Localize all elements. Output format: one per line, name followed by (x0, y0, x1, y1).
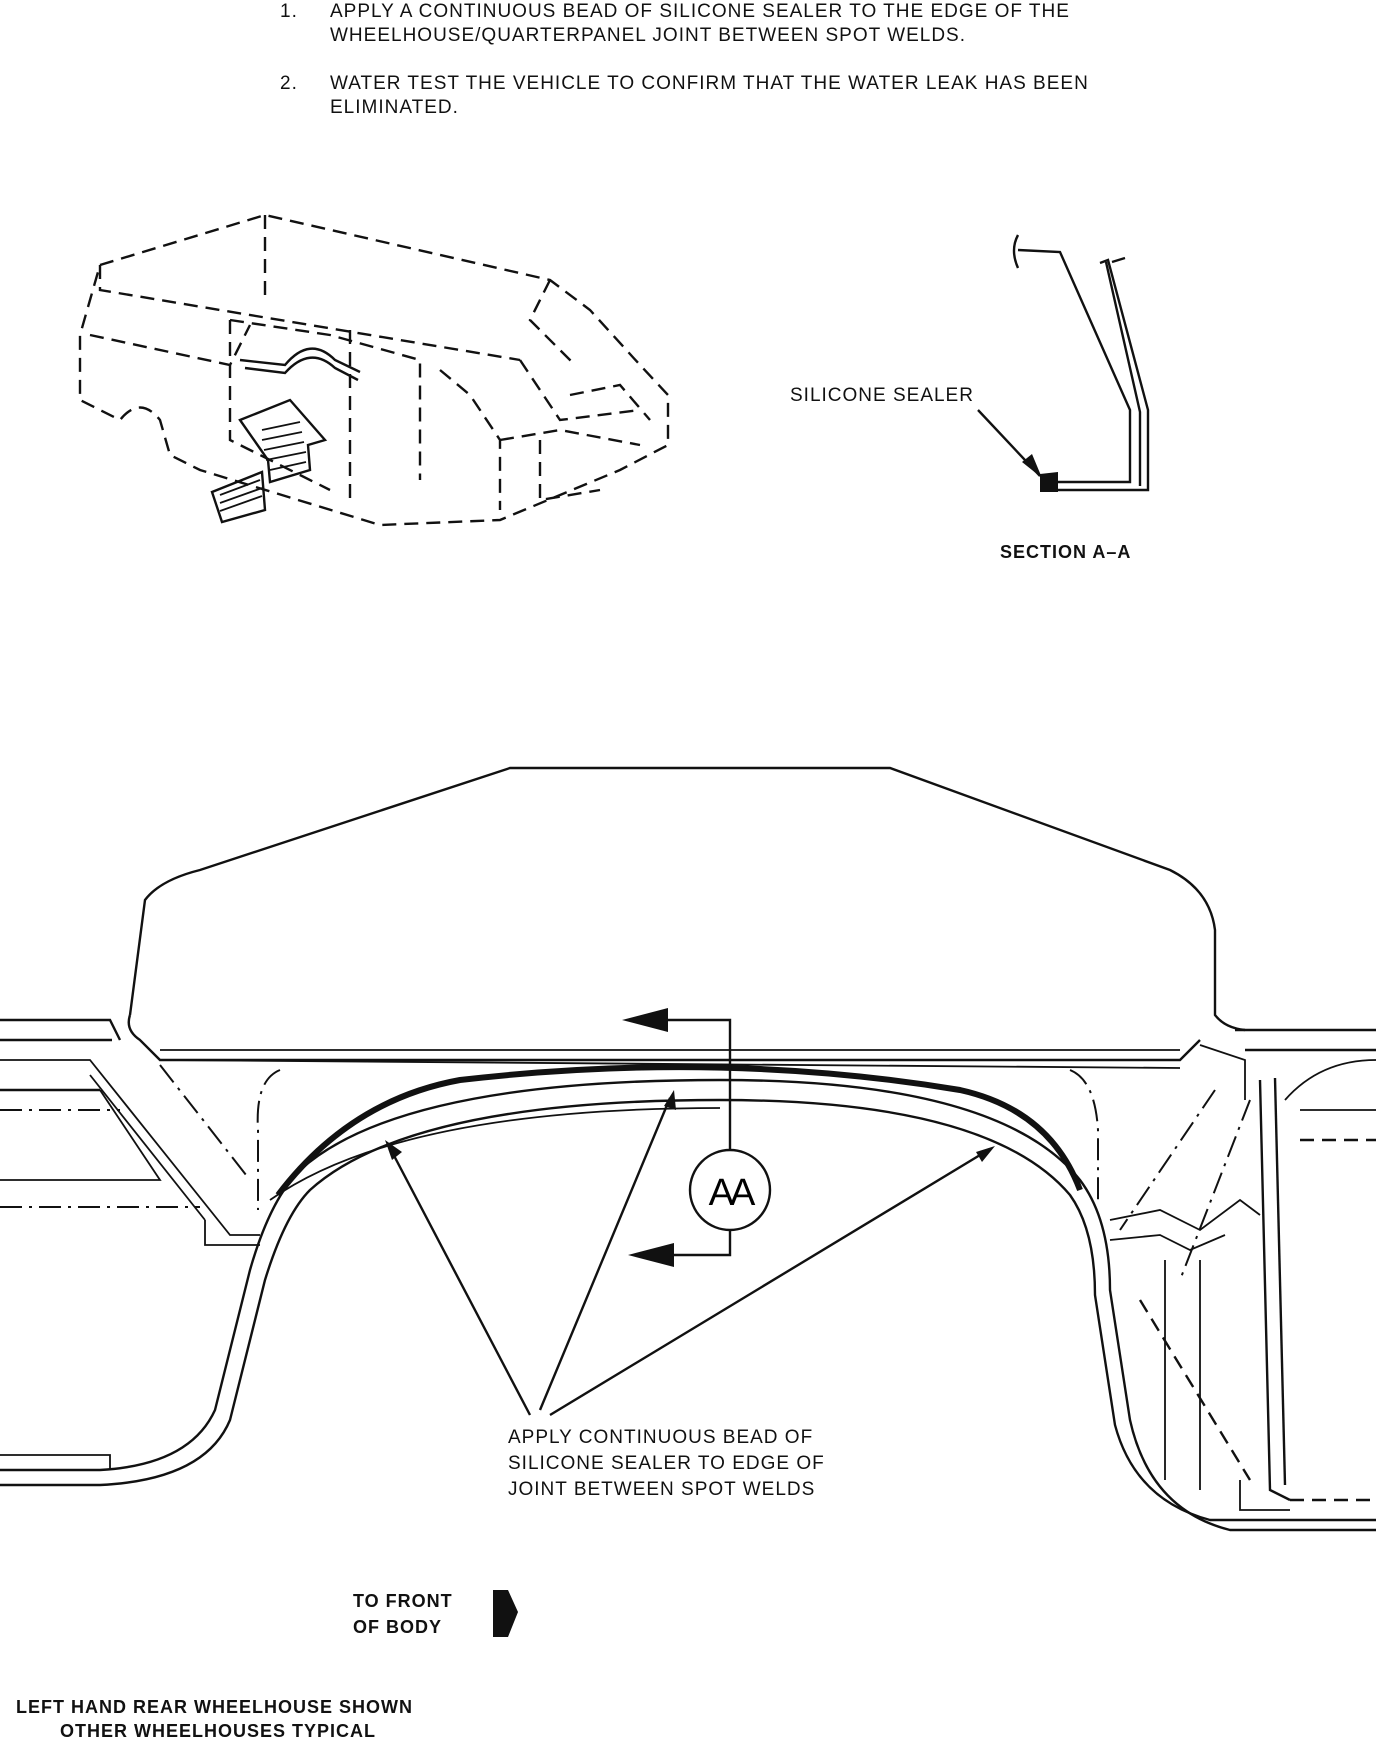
silicone-sealer-label: SILICONE SEALER (790, 385, 974, 406)
step-number: 1. (280, 1, 298, 22)
step-number: 2. (280, 73, 298, 94)
wheelhouse-main-illustration: AA (0, 766, 1376, 1637)
section-a-a-illustration (977, 234, 1150, 492)
sealer-callout-line-3: JOINT BETWEEN SPOT WELDS (508, 1479, 816, 1500)
sealer-callout-line-2: SILICONE SEALER TO EDGE OF (508, 1453, 825, 1474)
arrow-right-icon (493, 1590, 518, 1637)
step-text: APPLY A CONTINUOUS BEAD OF SILICONE SEAL… (330, 1, 1070, 46)
vehicle-overview-illustration (78, 213, 670, 527)
footer-line-2: OTHER WHEELHOUSES TYPICAL (60, 1721, 377, 1741)
section-title: SECTION A–A (1000, 542, 1132, 562)
footer-line-1: LEFT HAND REAR WHEELHOUSE SHOWN (16, 1697, 413, 1717)
section-marker-circle (688, 1148, 772, 1232)
section-marker-label: AA (709, 1172, 756, 1214)
direction-label-line-2: OF BODY (353, 1617, 443, 1637)
flow-arrow-icon (210, 398, 328, 524)
direction-label-line-1: TO FRONT (353, 1591, 453, 1611)
sealer-callout-line-1: APPLY CONTINUOUS BEAD OF (508, 1427, 814, 1448)
step-text: WATER TEST THE VEHICLE TO CONFIRM THAT T… (330, 73, 1089, 118)
